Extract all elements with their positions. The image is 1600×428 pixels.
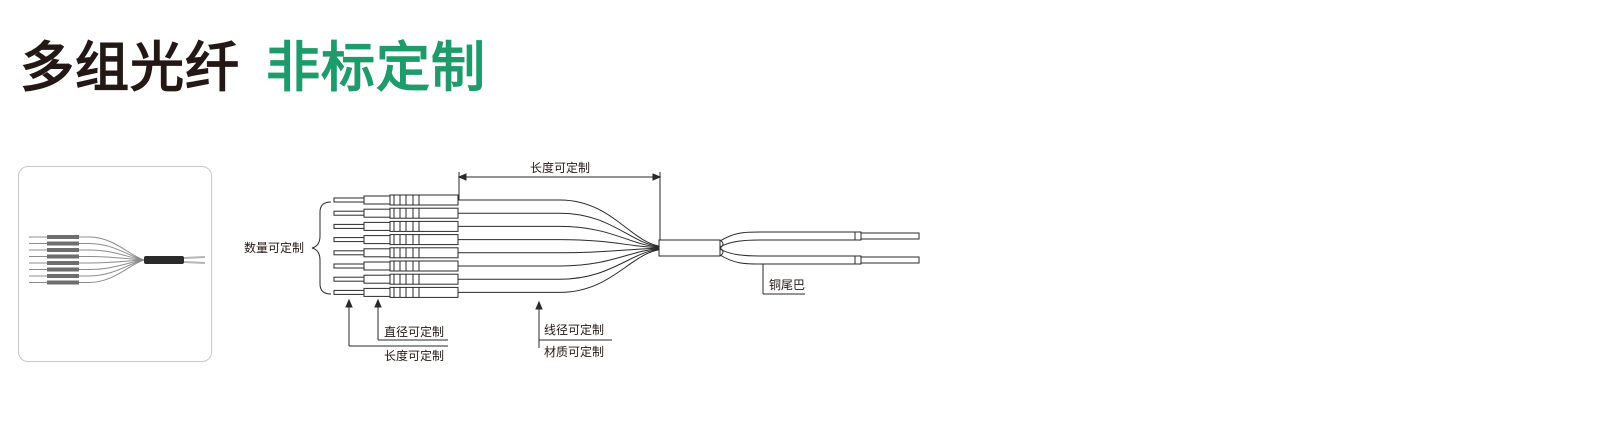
photo-connector (47, 235, 79, 239)
fiber-line (458, 225, 660, 248)
title-part-green: 非标定制 (266, 36, 486, 99)
photo-connector (47, 274, 79, 278)
fiber-line (458, 212, 660, 248)
fiber-connector (333, 207, 459, 219)
photo-cable-jacket (144, 256, 184, 264)
label-length-bottom: 长度可定制 (384, 348, 444, 363)
photo-connector (47, 267, 79, 272)
photo-fiber-line (29, 256, 145, 261)
fiber-assembly-photo-icon (29, 235, 206, 285)
fiber-connector (333, 273, 459, 285)
label-quantity: 数量可定制 (244, 240, 304, 255)
label-diameter: 直径可定制 (384, 324, 444, 339)
wire-material-pointer (535, 300, 612, 348)
photo-fiber-line (29, 259, 145, 283)
fiber-connector (333, 220, 459, 232)
photo-copper-tails (183, 256, 206, 264)
title-part-black: 多组光纤 (20, 36, 240, 99)
photo-fiber-line (29, 249, 145, 261)
fiber-line (458, 239, 660, 249)
fiber-line (458, 247, 660, 254)
diameter-length-pointers (345, 298, 448, 347)
photo-fiber-line (29, 259, 145, 277)
fiber-connector (333, 286, 459, 298)
photo-connector (47, 254, 79, 259)
photo-connector (47, 248, 79, 252)
fiber-connector (333, 234, 459, 246)
label-length-top: 长度可定制 (530, 160, 590, 175)
photo-fiber-line (29, 243, 145, 261)
cable-jacket-body (658, 239, 721, 257)
photo-connector (47, 261, 79, 265)
copper-tail-group (719, 231, 920, 265)
quantity-brace (311, 201, 332, 295)
photo-connector (47, 241, 79, 246)
copper-tail-pointer (762, 264, 805, 295)
page-title: 多组光纤非标定制 (20, 38, 486, 97)
fiber-connector (333, 260, 459, 272)
photo-fiber-line (29, 259, 145, 270)
product-photo-card (18, 166, 212, 362)
fiber-connector (333, 247, 459, 259)
fiber-connector (333, 194, 459, 206)
photo-fiber-line (29, 259, 145, 264)
label-copper-tail: 铜尾巴 (769, 277, 805, 292)
fiber-line (458, 248, 660, 267)
fiber-line (458, 199, 660, 247)
length-dimension-top (457, 172, 662, 240)
fiber-line (458, 249, 660, 293)
label-wire-diameter: 线径可定制 (544, 322, 604, 337)
label-material: 材质可定制 (544, 344, 604, 359)
fiber-line (458, 248, 660, 280)
photo-connector (47, 280, 79, 285)
